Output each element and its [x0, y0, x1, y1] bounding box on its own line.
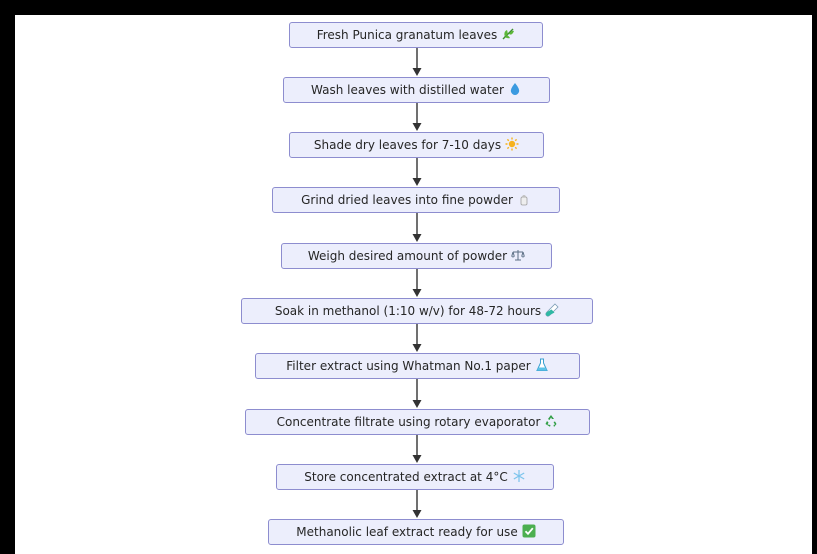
- step-soak: Soak in methanol (1:10 w/v) for 48-72 ho…: [241, 298, 593, 324]
- step-label: Weigh desired amount of powder: [307, 249, 508, 263]
- step-store: Store concentrated extract at 4°C: [276, 464, 554, 490]
- step-shade-dry: Shade dry leaves for 7-10 days: [289, 132, 544, 158]
- connector-arrow: [411, 379, 423, 409]
- connector-arrow: [411, 158, 423, 187]
- step-label: Concentrate filtrate using rotary evapor…: [276, 415, 541, 429]
- connector-arrow: [411, 48, 423, 77]
- step-concentrate: Concentrate filtrate using rotary evapor…: [245, 409, 590, 435]
- step-label: Fresh Punica granatum leaves: [316, 28, 498, 42]
- droplet-icon: [508, 82, 522, 96]
- recycle-icon: [544, 414, 558, 428]
- check-mark-icon: [522, 524, 536, 538]
- step-weigh: Weigh desired amount of powder: [281, 243, 552, 269]
- step-ready: Methanolic leaf extract ready for use: [268, 519, 564, 545]
- sun-icon: [505, 137, 519, 151]
- step-label: Methanolic leaf extract ready for use: [296, 525, 518, 539]
- flask-icon: [535, 358, 549, 372]
- step-label: Filter extract using Whatman No.1 paper: [286, 359, 531, 373]
- step-filter: Filter extract using Whatman No.1 paper: [255, 353, 580, 379]
- balance-scale-icon: [511, 248, 525, 262]
- connector-arrow: [411, 103, 423, 132]
- flowchart-canvas: Fresh Punica granatum leaves Wash leaves…: [15, 15, 812, 554]
- connector-arrow: [411, 324, 423, 353]
- step-grind: Grind dried leaves into fine powder: [272, 187, 560, 213]
- step-label: Shade dry leaves for 7-10 days: [313, 138, 502, 152]
- herb-icon: [501, 27, 515, 41]
- step-label: Soak in methanol (1:10 w/v) for 48-72 ho…: [274, 304, 542, 318]
- step-label: Wash leaves with distilled water: [311, 83, 504, 97]
- connector-arrow: [411, 490, 423, 519]
- snowflake-icon: [512, 469, 526, 483]
- connector-arrow: [411, 269, 423, 298]
- salt-shaker-icon: [517, 192, 531, 206]
- connector-arrow: [411, 435, 423, 464]
- step-label: Store concentrated extract at 4°C: [304, 470, 508, 484]
- step-fresh-leaves: Fresh Punica granatum leaves: [289, 22, 543, 48]
- connector-arrow: [411, 213, 423, 243]
- test-tube-icon: [545, 303, 559, 317]
- step-label: Grind dried leaves into fine powder: [301, 193, 513, 207]
- step-wash-leaves: Wash leaves with distilled water: [283, 77, 550, 103]
